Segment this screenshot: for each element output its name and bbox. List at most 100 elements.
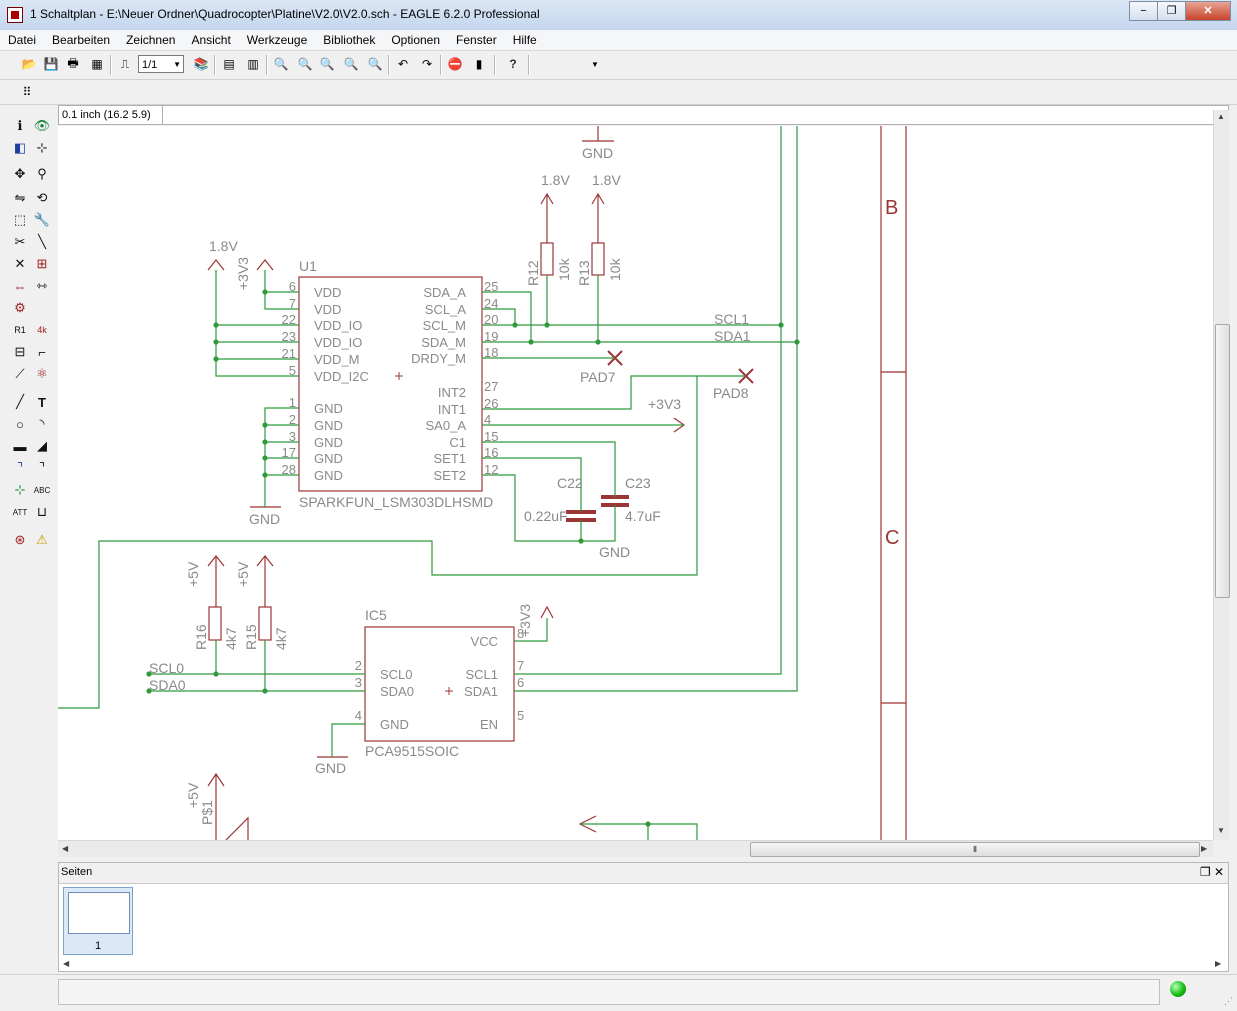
arc-icon[interactable]: ◝ (39, 416, 45, 431)
replace-icon[interactable]: ⚙ (14, 300, 26, 315)
zoom-in-icon[interactable]: 🔍 (297, 57, 313, 71)
pages-scroll-left-icon[interactable]: ◀ (63, 959, 70, 968)
command-input[interactable] (179, 107, 1213, 125)
scroll-down-icon[interactable]: ▼ (1217, 826, 1225, 835)
value-icon[interactable]: 4k (37, 325, 47, 335)
redraw-icon[interactable]: 🔍 (343, 57, 359, 71)
menu-zeichnen[interactable]: Zeichnen (126, 33, 176, 47)
page-thumbnail[interactable]: 1 (63, 887, 133, 955)
ic5-pin-number: 2 (355, 658, 362, 673)
text-icon[interactable]: T (38, 394, 46, 410)
sheet-select[interactable]: 1/1 (138, 55, 184, 74)
ic5-pin-number: 5 (517, 708, 524, 723)
frame-label-c: C (885, 527, 899, 549)
menu-bibliothek[interactable]: Bibliothek (323, 33, 376, 47)
add-icon[interactable]: ⊞ (36, 256, 48, 271)
print-icon[interactable]: 🖶 (67, 55, 79, 70)
display-layers-icon[interactable]: ◧ (13, 140, 27, 155)
undock-icon[interactable]: ❐ (1199, 865, 1211, 879)
scroll-left-icon[interactable]: ◀ (62, 844, 69, 853)
junction-icon[interactable]: ⊹ (14, 482, 26, 497)
vertical-scroll-thumb[interactable] (1215, 324, 1230, 598)
paste-icon[interactable]: ✂ (14, 234, 26, 249)
r13-value: 10k (607, 257, 623, 281)
redo-icon[interactable]: ↷ (421, 57, 433, 71)
smash-icon[interactable]: ⊟ (14, 344, 26, 359)
junction (578, 538, 584, 544)
menu-hilfe[interactable]: Hilfe (512, 33, 537, 47)
ulp-icon[interactable]: ▥ (247, 57, 259, 71)
schematic-canvas[interactable]: B C U1 SPARKFUN_LSM303DLHSMD IC5 PCA9515… (58, 126, 1213, 840)
zoom-out-icon[interactable]: 🔍 (319, 57, 335, 71)
status-message (58, 979, 1160, 1005)
rotate-icon[interactable]: ⟲ (36, 190, 48, 205)
scroll-up-icon[interactable]: ▲ (1217, 112, 1225, 121)
u1-pin-number: 5 (289, 363, 296, 378)
move-icon[interactable]: ✥ (14, 166, 26, 181)
v33-label-sa0: +3V3 (648, 396, 681, 412)
u1-pin-number: 12 (484, 462, 498, 477)
mirror-icon[interactable]: ⇋ (14, 190, 26, 205)
label-icon[interactable]: ABC (33, 485, 51, 495)
menu-fenster[interactable]: Fenster (456, 33, 497, 47)
script-icon[interactable]: ▤ (223, 57, 235, 71)
bus-icon[interactable]: ⌝ (16, 460, 24, 475)
erc-icon[interactable]: ⊛ (14, 532, 26, 547)
show-icon[interactable]: 👁 (33, 118, 51, 133)
u1-pin-label: SET2 (433, 468, 466, 483)
cam-processor-icon[interactable]: ▦ (91, 57, 103, 71)
grid-icon[interactable]: ⠿ (22, 85, 32, 99)
gateswap-icon[interactable]: ⇿ (36, 278, 48, 293)
invoke-icon[interactable]: ⚛ (36, 366, 48, 381)
close-panel-icon[interactable]: ✕ (1213, 865, 1224, 879)
open-folder-icon[interactable]: 📂 (21, 57, 37, 71)
errors-icon[interactable]: ⚠ (36, 532, 48, 547)
library-icon[interactable]: 📚 (193, 57, 209, 71)
chevron-down-icon[interactable]: ▼ (591, 59, 599, 69)
dimension-icon[interactable]: ⊔ (36, 504, 48, 519)
restore-button[interactable]: ❐ (1157, 1, 1186, 21)
close-button[interactable]: ✕ (1185, 1, 1231, 21)
split-icon[interactable]: ⟋ (15, 366, 25, 381)
undo-icon[interactable]: ↶ (397, 57, 409, 71)
menu-optionen[interactable]: Optionen (391, 33, 441, 47)
zoom-fit-icon[interactable]: 🔍 (273, 57, 289, 71)
save-icon[interactable]: 💾 (43, 57, 59, 71)
name-icon[interactable]: R1 (14, 325, 26, 335)
sheet-icon[interactable]: ⎍ (120, 56, 130, 71)
rectangle-icon[interactable]: ▬ (13, 438, 27, 454)
menu-ansicht[interactable]: Ansicht (191, 33, 231, 47)
menu-datei[interactable]: Datei (8, 33, 37, 47)
copy-icon[interactable]: ⚲ (37, 166, 47, 181)
miter-icon[interactable]: ⌐ (38, 344, 46, 360)
zoom-select-icon[interactable]: 🔍 (367, 57, 383, 71)
minimize-button[interactable]: − (1129, 1, 1158, 21)
net-icon[interactable]: ⌝ (38, 460, 46, 475)
go-icon[interactable]: ▮ (475, 57, 483, 71)
info-icon[interactable]: ℹ (17, 118, 23, 133)
scroll-right-icon[interactable]: ▶ (1201, 844, 1208, 853)
wire-icon[interactable]: ╱ (16, 394, 24, 409)
gnd-label-ic5: GND (315, 760, 346, 776)
cut-icon[interactable]: ✕ (14, 256, 26, 271)
delete-icon[interactable]: ╲ (38, 234, 46, 249)
circle-icon[interactable]: ○ (16, 416, 24, 432)
menu-werkzeuge[interactable]: Werkzeuge (246, 33, 308, 47)
horizontal-scroll-thumb[interactable]: ⦀ (750, 842, 1200, 857)
junction (794, 339, 800, 345)
menu-bearbeiten[interactable]: Bearbeiten (52, 33, 111, 47)
horizontal-scrollbar[interactable]: ◀ ⦀ ▶ (58, 840, 1213, 857)
help-icon[interactable]: ? (509, 57, 517, 71)
pinswap-icon[interactable]: ⇔ (13, 278, 27, 294)
group-icon[interactable]: ⬚ (13, 212, 27, 227)
v18-r12-arrow (540, 192, 554, 243)
mark-icon[interactable]: ⊹ (36, 140, 48, 155)
resize-grip-icon[interactable]: ⋰ (1224, 996, 1233, 1006)
r15-label: R15 (243, 624, 259, 650)
polygon-icon[interactable]: ◢ (37, 438, 47, 453)
change-icon[interactable]: 🔧 (33, 212, 51, 227)
stop-icon[interactable]: ⛔ (447, 57, 463, 71)
pages-scroll-right-icon[interactable]: ▶ (1215, 959, 1222, 968)
attribute-icon[interactable]: ATT (12, 507, 28, 517)
vertical-scrollbar[interactable]: ▲ ▼ (1213, 110, 1230, 840)
